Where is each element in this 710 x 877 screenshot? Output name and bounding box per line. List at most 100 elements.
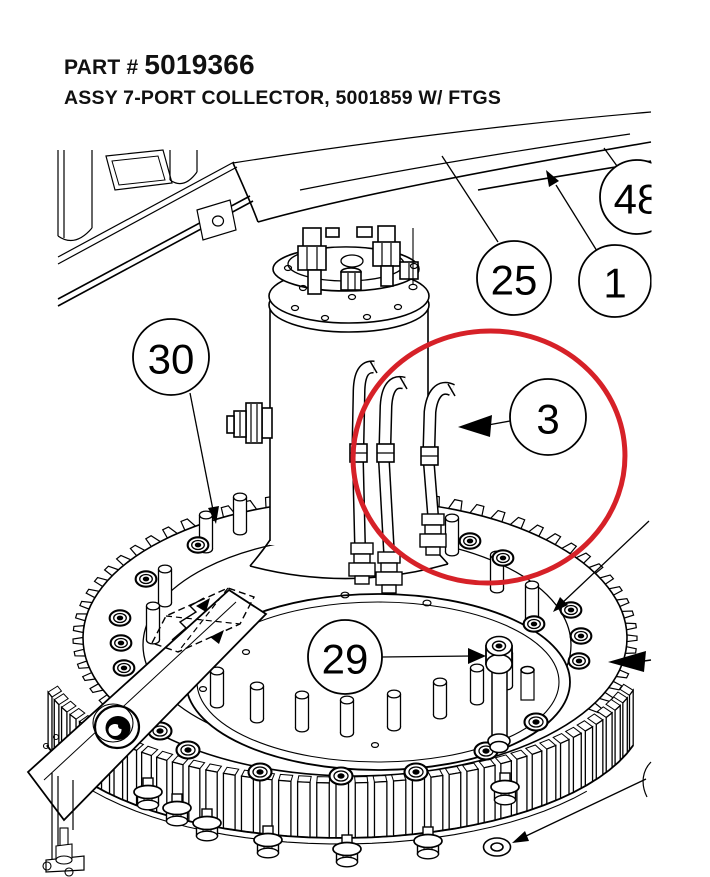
gear-tooth bbox=[240, 775, 255, 834]
balloon-3: 3 bbox=[509, 378, 587, 456]
gear-tooth bbox=[584, 725, 594, 788]
leader-29 bbox=[381, 655, 473, 658]
screw-socket bbox=[412, 769, 420, 775]
stud-top bbox=[294, 690, 310, 700]
screw-socket bbox=[337, 773, 345, 779]
ring-tooth bbox=[72, 636, 84, 645]
gear-tooth bbox=[559, 738, 570, 800]
small-hole bbox=[42, 861, 52, 871]
top-fittings bbox=[297, 225, 419, 295]
gear-tooth bbox=[466, 768, 479, 828]
assembly-title: ASSY 7-PORT COLLECTOR, 5001859 W/ FTGS bbox=[64, 87, 502, 109]
callouts: 48 1 25 30 3 bbox=[132, 147, 675, 695]
dome-inner-arc bbox=[299, 133, 631, 191]
screw-socket bbox=[120, 665, 128, 671]
cylinder-body bbox=[270, 305, 428, 545]
bolt-bottom bbox=[136, 799, 160, 811]
gear-tooth bbox=[546, 744, 557, 806]
stud-top bbox=[469, 663, 485, 673]
leader-1 bbox=[555, 184, 598, 252]
hose-fitting bbox=[353, 553, 371, 564]
gear-tooth-cap bbox=[316, 776, 331, 784]
text-detail: 3 bbox=[536, 396, 559, 443]
stud-behind-top bbox=[520, 665, 535, 675]
hose-end-cap bbox=[369, 360, 378, 374]
arrowhead-1 bbox=[546, 170, 559, 187]
hose-end-cap bbox=[399, 376, 408, 390]
washer-arrowhead bbox=[512, 831, 529, 843]
edge-leader-line bbox=[559, 520, 650, 606]
plate-hole bbox=[198, 685, 208, 692]
fitting-hex bbox=[340, 271, 362, 291]
stud-body bbox=[146, 606, 160, 640]
arm-bushing-core bbox=[118, 723, 124, 729]
edge-leaders bbox=[553, 520, 652, 672]
clipped-balloon-arc bbox=[642, 761, 652, 798]
washer-hole bbox=[490, 842, 504, 852]
fitting-nub bbox=[356, 226, 373, 238]
leader-48 bbox=[603, 147, 618, 167]
fitting-hex bbox=[372, 241, 401, 267]
small-hole bbox=[64, 867, 74, 877]
fitting-pin bbox=[307, 269, 322, 295]
gear-tooth bbox=[296, 781, 311, 839]
screw-socket bbox=[184, 747, 192, 753]
hose-fitting bbox=[381, 584, 397, 594]
stud-top bbox=[249, 681, 265, 691]
hose-3 bbox=[420, 381, 456, 516]
hose-fitting bbox=[380, 562, 398, 573]
stud-body bbox=[210, 671, 224, 704]
gear-tooth bbox=[354, 781, 369, 839]
arm-hole bbox=[52, 733, 60, 741]
stud-body bbox=[525, 585, 539, 619]
phantom-cross bbox=[177, 587, 229, 653]
text-detail: 29 bbox=[322, 636, 369, 683]
phantom-cross bbox=[165, 615, 241, 625]
bolt-bottom bbox=[493, 794, 517, 806]
hose-end-cap bbox=[447, 383, 456, 397]
bolt-bottom bbox=[416, 848, 440, 860]
gear-tooth bbox=[126, 745, 138, 807]
fitting-shaft bbox=[302, 227, 322, 249]
bolt-bottom bbox=[335, 856, 359, 868]
screw-socket bbox=[577, 633, 585, 639]
hose-fitting bbox=[350, 542, 374, 555]
hose-body bbox=[424, 383, 455, 448]
hose-fitting bbox=[419, 533, 447, 548]
screw-socket bbox=[482, 748, 490, 754]
stud-behind bbox=[520, 669, 535, 701]
arrowhead-30 bbox=[208, 506, 219, 524]
part-number: 5019366 bbox=[144, 49, 255, 80]
screw-socket bbox=[256, 769, 264, 775]
gear-tooth bbox=[277, 779, 292, 838]
frame-beam bbox=[57, 166, 238, 265]
washer-leader bbox=[525, 778, 647, 837]
edge-leader-stub bbox=[643, 659, 652, 662]
screw-socket bbox=[532, 719, 540, 725]
gear-bottom-rim bbox=[46, 744, 634, 839]
frame-post-bottom bbox=[57, 227, 93, 242]
title-block: PART # 5019366 ASSY 7-PORT COLLECTOR, 50… bbox=[64, 49, 502, 110]
bolt-bottom bbox=[195, 830, 219, 842]
collector-cylinder bbox=[226, 225, 449, 580]
flange-hole bbox=[290, 304, 300, 312]
mounting-bolt bbox=[485, 635, 535, 754]
cap-hole bbox=[409, 262, 419, 270]
arrowhead-29 bbox=[468, 648, 486, 664]
bolt-washer bbox=[133, 784, 163, 800]
gear-tooth bbox=[605, 711, 613, 774]
phantom-arrowhead bbox=[210, 630, 224, 644]
balloon-1: 1 bbox=[578, 244, 652, 318]
flange-hole bbox=[393, 303, 403, 311]
circle-detail bbox=[132, 318, 210, 396]
screw-socket bbox=[116, 615, 124, 621]
gear-tooth bbox=[373, 780, 388, 838]
front-screws bbox=[147, 712, 549, 786]
image-crop-margin bbox=[651, 120, 710, 877]
balloon-30: 30 bbox=[132, 318, 210, 396]
bolt-washer bbox=[162, 800, 192, 816]
stud-body bbox=[445, 518, 459, 552]
bolt-tip bbox=[489, 740, 509, 754]
screw-socket bbox=[156, 728, 164, 734]
